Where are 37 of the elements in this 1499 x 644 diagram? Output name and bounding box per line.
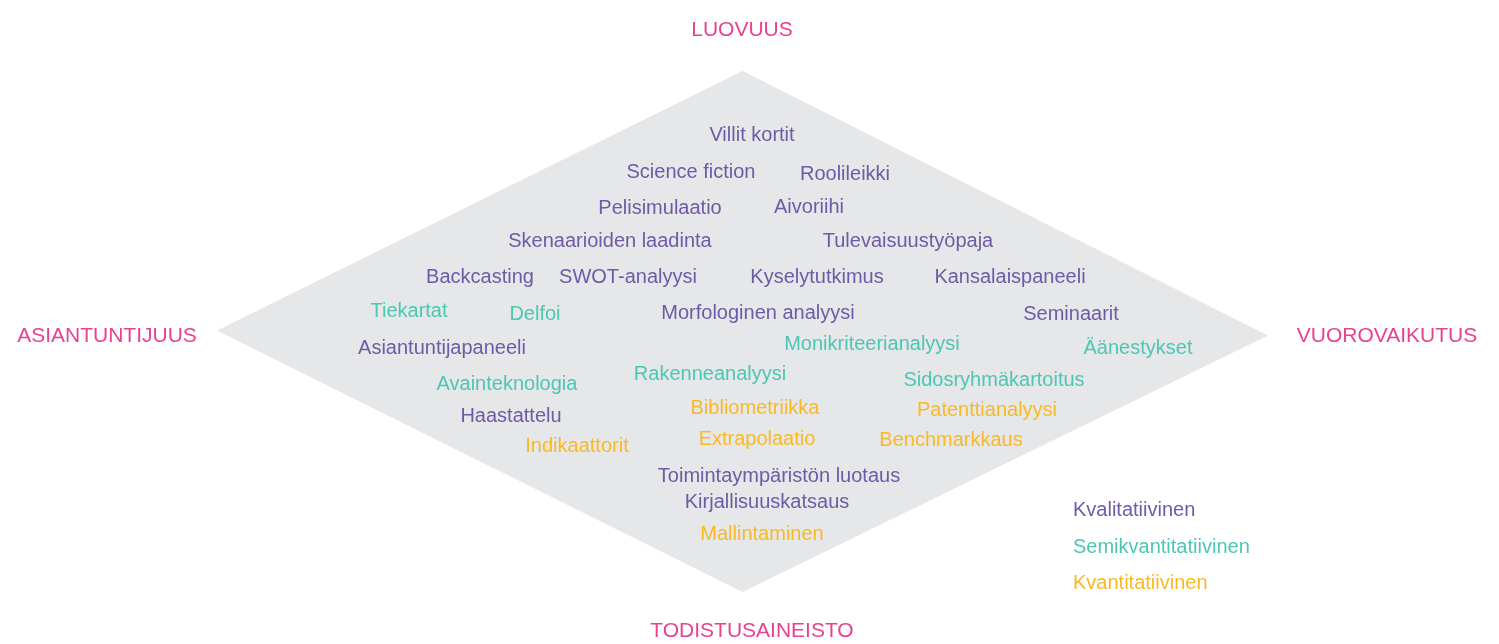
method-label: Science fiction [626,159,756,183]
method-label: Morfologinen analyysi [661,300,855,324]
method-label: Pelisimulaatio [598,195,722,219]
method-label: Villit kortit [709,122,795,146]
method-label: Tulevaisuustyöpaja [822,228,994,252]
method-label: Extrapolaatio [698,426,816,450]
axis-label: LUOVUUS [691,15,793,41]
method-label: Sidosryhmäkartoitus [903,367,1085,391]
method-label: Avainteknologia [436,371,578,395]
method-label: Kirjallisuuskatsaus [684,489,850,513]
method-label: Tiekartat [370,298,448,322]
method-label: Roolileikki [800,161,890,185]
axis-label: TODISTUSAINEISTO [650,616,854,642]
method-label: Monikriteerianalyysi [784,331,960,355]
legend-entry: Kvantitatiivinen [1073,570,1208,594]
method-label: Aivoriihi [774,194,844,218]
method-label: Rakenneanalyysi [633,361,787,385]
axis-label: ASIANTUNTIJUUS [17,321,197,347]
method-label: Asiantuntijapaneeli [358,335,526,359]
method-label: Backcasting [426,264,534,288]
method-label: Mallintaminen [700,521,824,545]
method-label: Bibliometriikka [690,395,820,419]
method-label: Toimintaympäristön luotaus [657,463,901,487]
legend-entry: Semikvantitatiivinen [1073,533,1250,558]
method-label: Haastattelu [460,403,562,427]
method-label: Delfoi [509,301,561,325]
method-label: Skenaarioiden laadinta [508,228,712,252]
method-label: Kyselytutkimus [750,264,884,288]
method-label: Äänestykset [1083,335,1193,359]
axis-label: VUOROVAIKUTUS [1296,321,1478,347]
method-label: Benchmarkkaus [879,427,1023,451]
method-label: Seminaarit [1023,301,1119,325]
method-label: Patenttianalyysi [916,397,1058,421]
method-label: Kansalaispaneeli [934,264,1086,288]
legend-entry: Kvalitatiivinen [1073,497,1196,521]
method-label: SWOT-analyysi [559,264,697,288]
method-label: Indikaattorit [525,433,629,457]
